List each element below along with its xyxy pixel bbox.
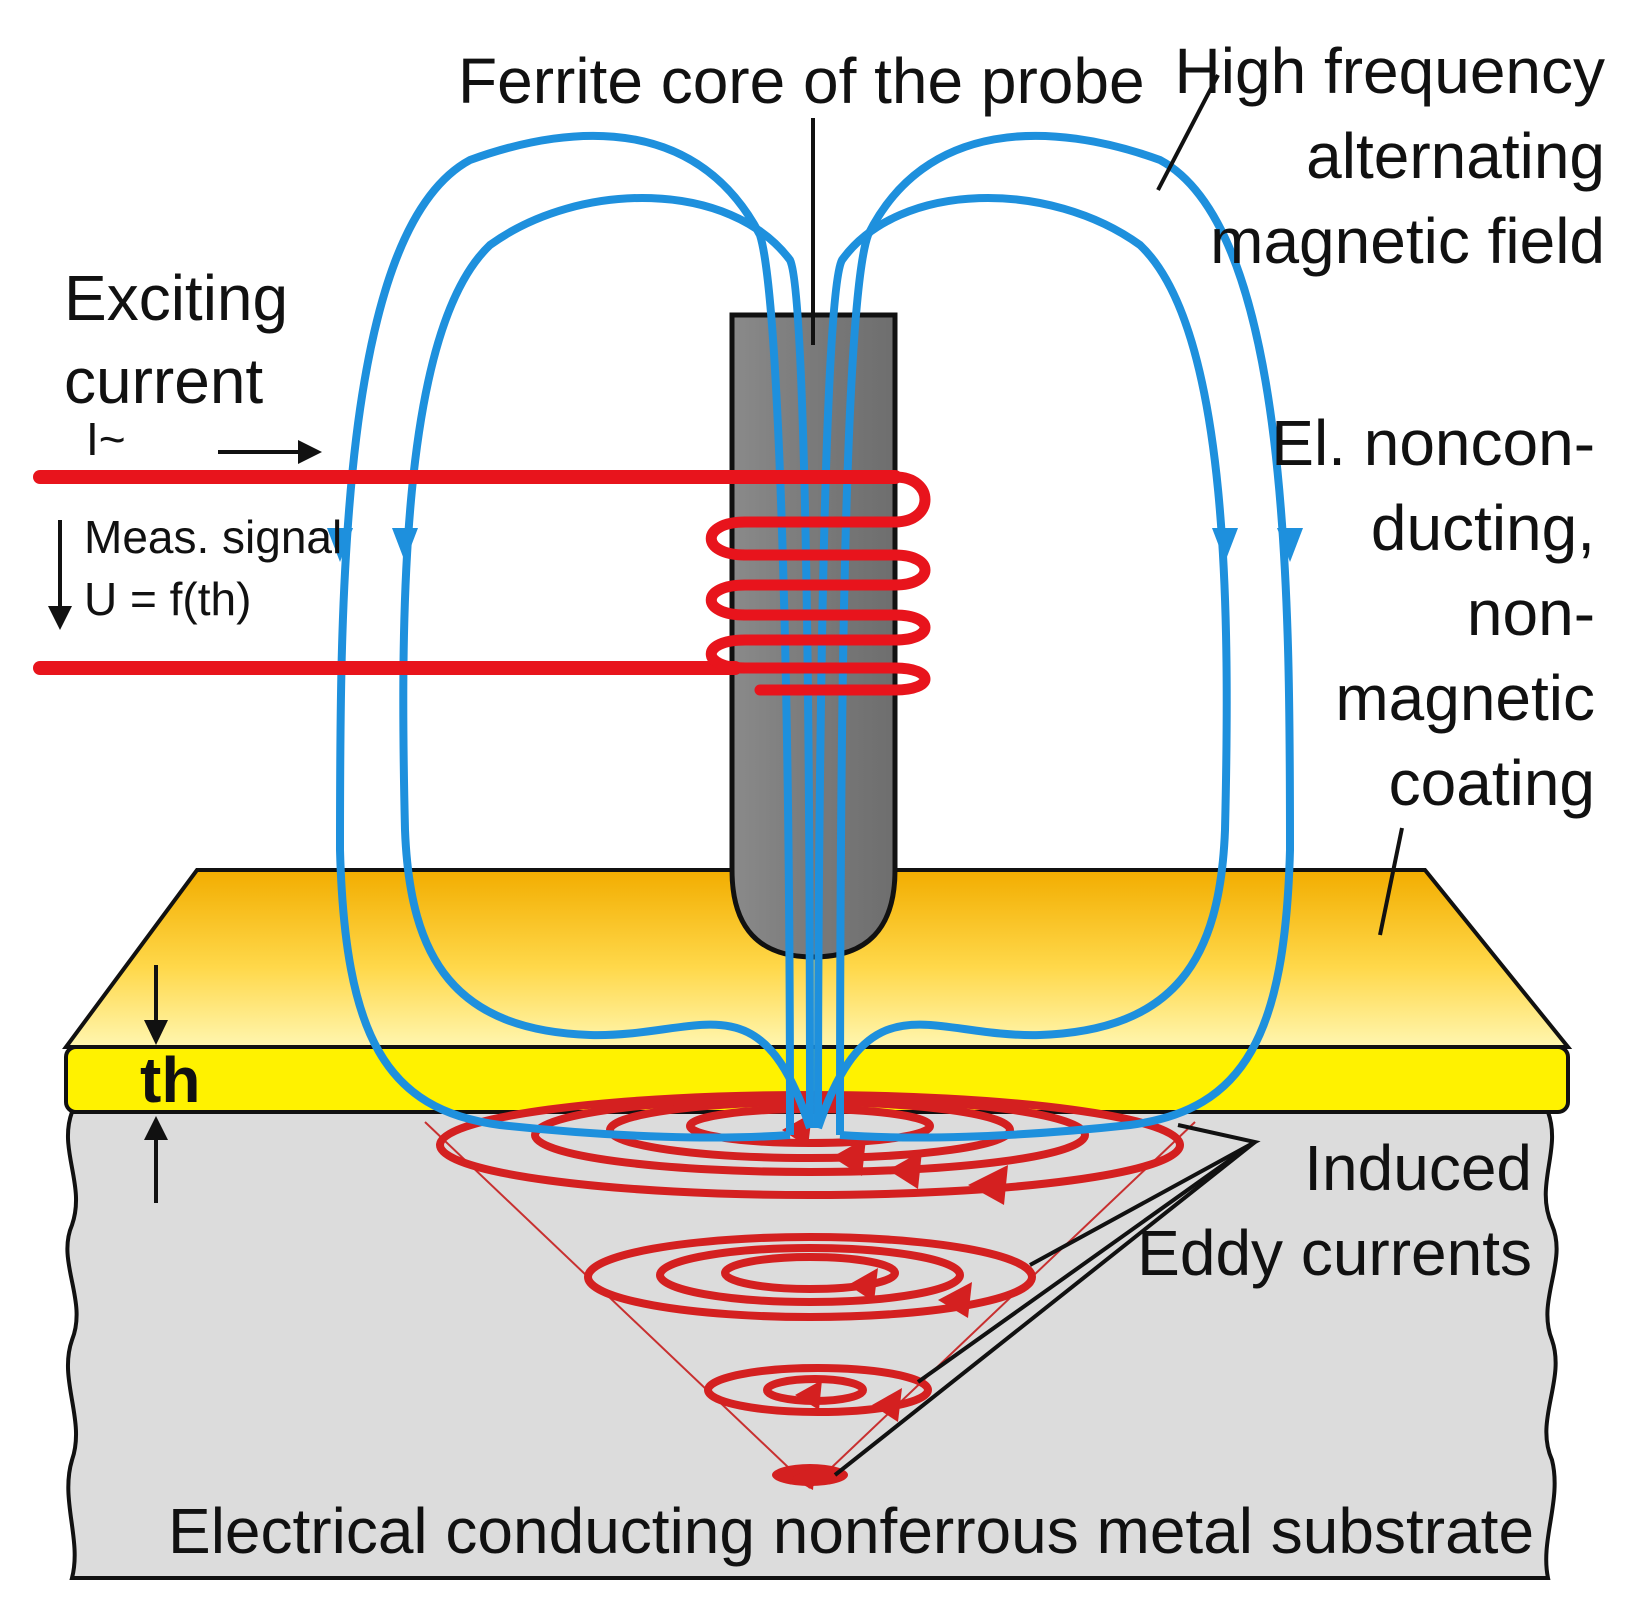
probe-coil (705, 471, 931, 696)
exciting-current-arrow (218, 440, 322, 464)
magnetic-field-lines (335, 131, 1295, 1142)
eddy-currents-label-line2: Eddy currents (1137, 1217, 1532, 1289)
magnetic-field-label-line3: magnetic field (1210, 205, 1605, 277)
measurement-signal-label-line1: Meas. signal (84, 511, 342, 563)
coating-label-line2: ducting, (1371, 492, 1595, 564)
eddy-current-cone (424, 1121, 1196, 1489)
ferrite-core-label: Ferrite core of the probe (458, 45, 1145, 117)
coating-label-line5: coating (1389, 747, 1595, 819)
metal-substrate (65, 1110, 1559, 1580)
exciting-current-symbol: I~ (86, 413, 126, 465)
thickness-label: th (140, 1044, 200, 1116)
thickness-arrows (144, 965, 168, 1203)
substrate-label: Electrical conducting nonferrous metal s… (168, 1495, 1534, 1567)
magnetic-field-label-line1: High frequency (1175, 35, 1605, 107)
measurement-signal-arrow (48, 520, 72, 630)
coating-label-line4: magnetic (1335, 662, 1595, 734)
magnetic-field-label-line2: alternating (1306, 120, 1605, 192)
exciting-current-label-line1: Exciting (64, 262, 288, 334)
excitation-wires (33, 470, 902, 675)
eddy-currents-label-line1: Induced (1304, 1132, 1532, 1204)
measurement-signal-label-line2: U = f(th) (84, 573, 251, 625)
coating-label-line1: El. noncon- (1271, 407, 1595, 479)
field-direction-arrowheads (327, 528, 1303, 562)
eddy-current-leaders (833, 1123, 1261, 1477)
label-leaders (811, 74, 1404, 936)
coating-label-line3: non- (1467, 577, 1595, 649)
exciting-current-label-line2: current (64, 345, 263, 417)
